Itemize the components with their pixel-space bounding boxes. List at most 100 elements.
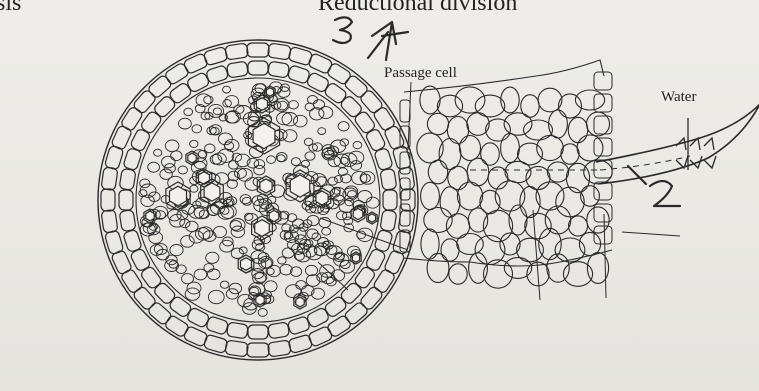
parenchyma-cell [240, 195, 251, 204]
xylem-vessel [368, 214, 375, 222]
parenchyma-cell [243, 303, 257, 315]
parenchyma-cell [361, 174, 371, 182]
ring-cell [226, 61, 248, 78]
header-fragment-right: Reductional division [318, 0, 517, 16]
cortex-cell [455, 87, 485, 113]
xylem-vessel [316, 191, 328, 205]
xylem-vessel [260, 179, 272, 193]
xylem-vessel [257, 98, 268, 111]
parenchyma-cell [189, 205, 205, 218]
xylem-vessel [256, 295, 264, 305]
parenchyma-cell [213, 226, 226, 237]
ring-cell [111, 125, 133, 151]
parenchyma-cell [160, 169, 172, 179]
parenchyma-cell [345, 186, 358, 197]
ring-cell [247, 43, 269, 57]
cortex-cell [448, 166, 468, 189]
parenchyma-cell [170, 245, 183, 256]
xylem-vessel [269, 210, 279, 221]
ring-cell [248, 61, 268, 75]
cortex-cell [568, 117, 587, 142]
parenchyma-cell [148, 162, 160, 172]
parenchyma-cell [204, 96, 213, 104]
label-passage-cell: Passage cell [384, 65, 457, 81]
cortex-cell [577, 135, 603, 161]
cortex-cell [449, 264, 467, 284]
parenchyma-cell [190, 185, 198, 192]
ring-cell [104, 230, 124, 255]
parenchyma-cell [201, 112, 210, 120]
parenchyma-cell [291, 158, 300, 166]
parenchyma-cell [168, 210, 181, 221]
cortex-cell [569, 216, 588, 236]
parenchyma-cell [287, 214, 296, 222]
ring-cell [164, 62, 190, 86]
cortex-cell [437, 95, 462, 117]
stele-region [98, 40, 418, 360]
cortex-cell [447, 117, 468, 144]
parenchyma-cell [345, 198, 354, 205]
parenchyma-cell [358, 191, 372, 203]
xylem-vessel [253, 123, 275, 148]
parenchyma-cell [289, 101, 299, 109]
parenchyma-cell [225, 112, 239, 124]
ring-cell [380, 168, 397, 190]
ring-cell [359, 89, 384, 115]
label-water: Water [661, 89, 696, 105]
parenchyma-cell [294, 115, 308, 127]
ring-cell [203, 46, 228, 66]
xylem-vessel [199, 172, 210, 185]
parenchyma-cell [305, 265, 317, 275]
ring-cell [119, 210, 136, 232]
ring-cell [168, 82, 192, 105]
xylem-vessel [170, 186, 187, 206]
epidermal-cell [594, 160, 612, 178]
cortex-cell [421, 229, 439, 259]
endodermis-cell [400, 100, 410, 122]
parenchyma-cell [162, 156, 176, 168]
parenchyma-cell [190, 140, 198, 147]
ring-cell [147, 74, 173, 99]
ring-cell [132, 285, 157, 311]
epidermal-cell [594, 72, 612, 90]
parenchyma-cell [213, 108, 221, 115]
ring-cell [183, 325, 209, 347]
ring-cell [226, 322, 248, 339]
parenchyma-cell [264, 281, 277, 292]
parenchyma-cell [278, 257, 286, 264]
ring-cell [168, 295, 192, 318]
parenchyma-cell [179, 118, 192, 129]
parenchyma-cell [276, 153, 287, 162]
ring-cell [374, 148, 393, 171]
xylem-vessel [296, 297, 304, 307]
ring-cell [101, 167, 118, 191]
parenchyma-cell [338, 122, 349, 131]
parenchyma-cell [258, 309, 267, 317]
xylem-vessel [352, 254, 359, 262]
parenchyma-cell [353, 141, 362, 148]
cortex-cell [547, 162, 568, 182]
ring-cell [267, 340, 291, 357]
cortex-cell [457, 234, 484, 255]
cortex-cell [421, 182, 440, 209]
ring-cell [353, 110, 376, 134]
parenchyma-cell [305, 152, 315, 160]
parenchyma-cell [280, 264, 292, 275]
parenchyma-cell [322, 228, 331, 236]
parenchyma-cell [267, 156, 276, 164]
cortex-cell [441, 239, 459, 261]
parenchyma-cell [207, 205, 220, 216]
cortex-cell [483, 210, 512, 241]
cortex-cell [428, 160, 447, 184]
parenchyma-cell [282, 248, 294, 258]
handwritten-mark-3 [333, 17, 352, 43]
parenchyma-cell [184, 108, 193, 115]
ring-cell [119, 190, 133, 210]
ring-cell [268, 322, 290, 339]
parenchyma-cell [308, 96, 318, 104]
ring-cell [153, 281, 177, 305]
handwritten-mark-4 [368, 22, 408, 60]
ring-cell [132, 89, 157, 115]
ring-cell [372, 106, 396, 132]
xylem-vessel [353, 208, 363, 219]
